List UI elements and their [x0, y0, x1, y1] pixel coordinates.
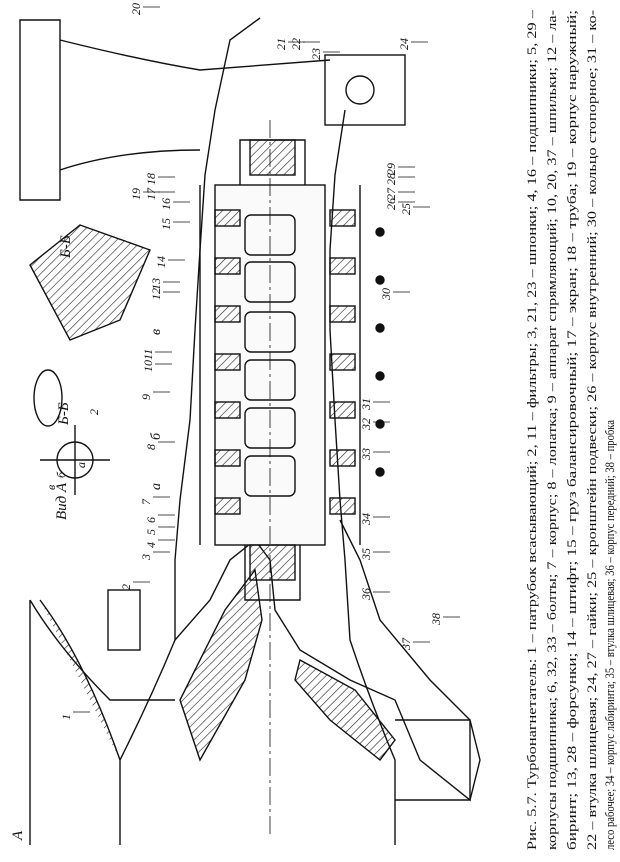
section-bb-small-oval — [33, 369, 63, 427]
callout-8: 8 — [144, 444, 158, 450]
callout-28: 28 — [384, 173, 398, 185]
letter-b: б — [149, 432, 164, 440]
view-label-bb-small: Б-Б — [56, 402, 72, 426]
callout-35: 35 — [359, 548, 373, 561]
caption-line: лесо рабочее; 34 – корпус лабиринта; 35 … — [602, 420, 617, 850]
rear-cone-hatch — [294, 658, 396, 761]
rear-bearing — [249, 139, 296, 176]
callout-17: 17 — [144, 187, 158, 200]
callout-12: 12 — [149, 288, 163, 300]
callout-36: 36 — [359, 588, 373, 601]
turbocharger-section — [19, 17, 481, 845]
callout-6: 6 — [144, 517, 158, 523]
callout-27: 27 — [384, 187, 398, 200]
callout-1: 1 — [59, 714, 73, 720]
view-a-marks: в ба 2 — [44, 409, 101, 490]
figure-caption: Рис. 5.7. Турбонагнетатель: 1 – патрубок… — [524, 9, 617, 850]
callout-19: 19 — [129, 188, 143, 200]
callout-10: 10 — [141, 360, 155, 372]
callout-21: 21 — [274, 38, 288, 50]
caption-line: 22 – втулка шлицевая; 24, 27 – гайки; 25… — [584, 10, 599, 850]
callout-24: 24 — [397, 38, 411, 50]
callout-3: 3 — [139, 554, 153, 561]
callout-38: 38 — [429, 613, 443, 626]
outlet-housing — [19, 19, 61, 201]
caption-line: Рис. 5.7. Турбонагнетатель: 1 – патрубок… — [524, 9, 539, 850]
view-label-bb: Б-Б — [58, 235, 74, 259]
view-label-view-a: Вид А — [54, 482, 70, 520]
front-bearing — [249, 544, 296, 581]
letter-v: в — [149, 329, 164, 335]
section-bb-detail — [29, 224, 151, 341]
callout-29: 29 — [384, 163, 398, 175]
callout-25: 25 — [399, 203, 413, 215]
callout-2: 2 — [119, 584, 133, 590]
callout-30: 30 — [379, 288, 393, 301]
stage-bolts — [375, 227, 385, 477]
filter-2 — [107, 589, 141, 651]
front-body-hatch — [179, 568, 263, 762]
callout-32: 32 — [359, 418, 373, 431]
callout-23: 23 — [309, 48, 323, 60]
front-body — [174, 519, 471, 802]
outlet-pipe — [59, 39, 331, 71]
view-a-mark: в — [44, 485, 58, 490]
view-a-mark: б — [54, 471, 68, 478]
callout-7: 7 — [139, 498, 153, 505]
callout-22: 22 — [289, 38, 303, 50]
callout-5: 5 — [144, 529, 158, 535]
callout-34: 34 — [359, 513, 373, 526]
view-a-mark: 2 — [87, 409, 101, 415]
view-a-mark: а — [74, 462, 88, 468]
suspension-bracket — [324, 54, 406, 126]
callout-9: 9 — [139, 394, 153, 400]
callout-31: 31 — [359, 398, 373, 411]
callout-33: 33 — [359, 448, 373, 461]
intake-nozzle-wall — [39, 599, 121, 761]
stator-vanes — [214, 209, 356, 515]
callout-13: 13 — [149, 278, 163, 290]
view-label-section-a: А — [10, 830, 26, 841]
callout-16: 16 — [159, 198, 173, 210]
callout-14: 14 — [154, 256, 168, 268]
callout-11: 11 — [141, 349, 155, 360]
callout-18: 18 — [144, 173, 158, 185]
letter-a: а — [149, 483, 164, 490]
rotor-shaft-end — [244, 545, 301, 601]
caption-line: корпусы подшипника; 6, 32, 33 – болты; 7… — [544, 10, 559, 850]
caption-line: биринт; 13, 28 – форсунки; 14 – штифт; 1… — [564, 10, 579, 850]
tail-flange — [395, 719, 481, 801]
outlet-pipe-2 — [59, 149, 201, 171]
callout-4: 4 — [144, 542, 158, 548]
callout-26: 26 — [384, 198, 398, 210]
suspension-bracket-hole — [345, 75, 375, 105]
callout-37: 37 — [399, 637, 413, 651]
callout-20: 20 — [129, 3, 143, 15]
callout-15: 15 — [159, 218, 173, 230]
